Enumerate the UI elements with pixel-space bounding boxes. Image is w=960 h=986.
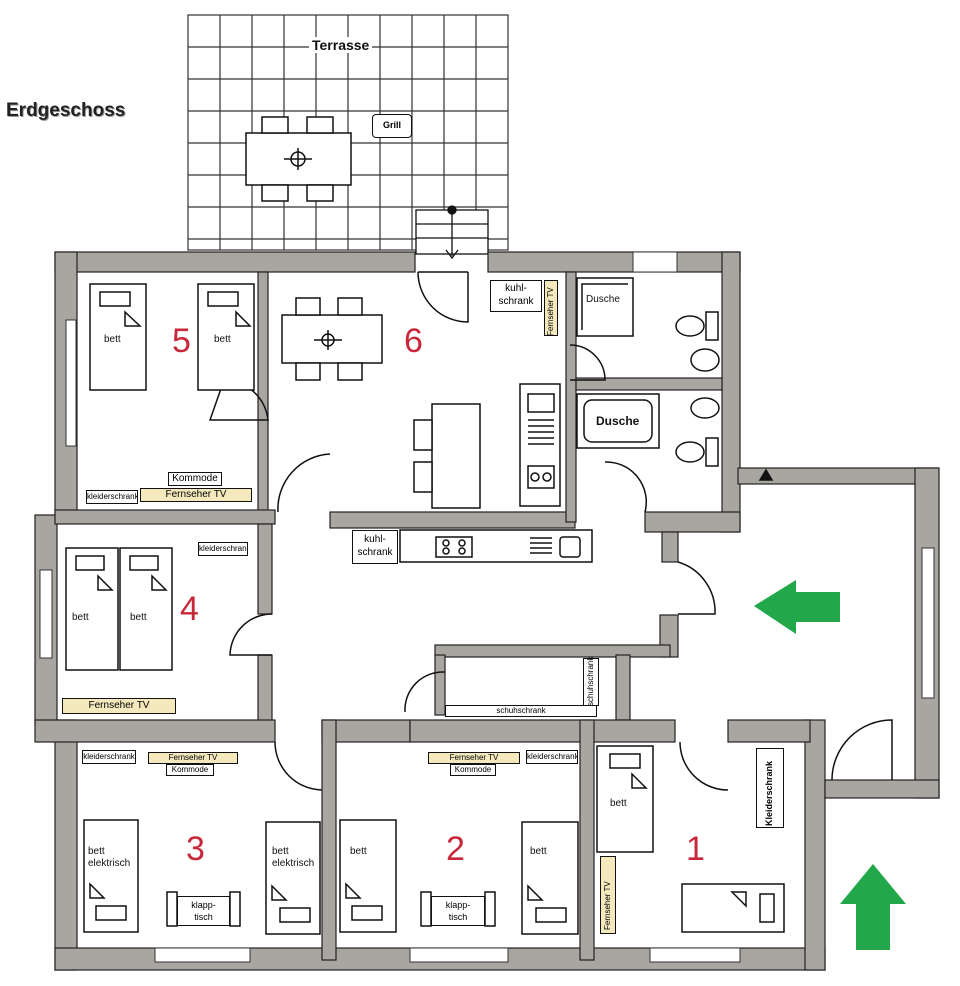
walls [34, 251, 940, 971]
room-number-1: 1 [686, 830, 705, 868]
room2-wardrobe: kleiderschrank [526, 750, 578, 764]
grill-label: Grill [372, 114, 412, 138]
hall-shoe-cabinet-vertical: schuhschrank [586, 656, 595, 706]
room1-tv-box [600, 856, 616, 934]
room6-fridge-line1: kuhl- [505, 283, 527, 294]
room3-table-line1: klapp- [191, 900, 216, 910]
room-number-4: 4 [180, 590, 199, 628]
room2-bed-left-label: bett [350, 846, 367, 857]
room5-bed-left-label: bett [104, 334, 121, 345]
terrace-label: Terrasse [309, 37, 373, 53]
room2-folding-table: klapp- tisch [431, 896, 485, 926]
room6-fridge: kuhl- schrank [490, 280, 542, 312]
room4-bed-right-label: bett [130, 612, 147, 623]
room6-tv-box [544, 280, 558, 336]
room5-wardrobe: kleiderschrank [86, 490, 138, 504]
room-number-3: 3 [186, 830, 205, 868]
room1-tv: Fernseher TV [603, 881, 612, 930]
room3-bed-left-line1: bett [88, 846, 105, 857]
terrace-steps [415, 205, 489, 260]
bath-shower-2: Dusche [596, 414, 640, 428]
room2-tv: Fernseher TV [428, 752, 520, 764]
hall-fridge: kuhl- schrank [352, 530, 398, 564]
room1-wardrobe: Kleiderschrank [764, 760, 774, 826]
room3-bed-right-line2: elektrisch [272, 858, 315, 869]
entrance-arrow-up [840, 864, 906, 950]
room-number-2: 2 [446, 830, 465, 868]
room3-table-line2: tisch [194, 912, 213, 922]
room4-bed-left-label: bett [72, 612, 89, 623]
windows [39, 251, 935, 963]
furniture [65, 277, 785, 935]
room3-tv: Fernseher TV [148, 752, 238, 764]
room3-bed-left-line2: elektrisch [88, 858, 131, 869]
room2-dresser: Kommode [450, 764, 496, 776]
hall-fridge-line2: schrank [357, 547, 393, 558]
hall-shoe-cabinet-vertical-box [583, 658, 599, 706]
room4-tv: Fernseher TV [62, 698, 176, 714]
room3-dresser: Kommode [166, 764, 214, 776]
hall-shoe-cabinet-horizontal: schuhschrank [445, 705, 597, 717]
room5-bed-right-label: bett [214, 334, 231, 345]
hall-fridge-line1: kuhl- [364, 534, 386, 545]
room2-bed-right-label: bett [530, 846, 547, 857]
entrance-arrow-left [754, 580, 840, 634]
room6-tv: Fernseher TV [546, 287, 555, 336]
room3-folding-table: klapp- tisch [177, 896, 230, 926]
terrace-tiles [187, 14, 509, 251]
room2-table-line2: tisch [448, 912, 468, 922]
bath-shower-1: Dusche [586, 294, 620, 305]
room3-wardrobe: kleiderschrank [82, 750, 136, 764]
room-number-6: 6 [404, 322, 423, 360]
room1-wardrobe-box [756, 748, 784, 828]
room5-dresser: Kommode [168, 472, 222, 486]
room1-bed-label: bett [610, 798, 627, 809]
plan-title: Erdgeschoss [6, 100, 126, 121]
room-number-5: 5 [172, 322, 191, 360]
room5-tv: Fernseher TV [140, 488, 252, 502]
room6-fridge-line2: schrank [498, 296, 534, 307]
terrace-table [245, 116, 352, 202]
room2-table-line1: klapp- [445, 900, 471, 910]
room3-bed-right-line1: bett [272, 846, 289, 857]
room4-wardrobe: kleiderschrank [198, 542, 248, 556]
